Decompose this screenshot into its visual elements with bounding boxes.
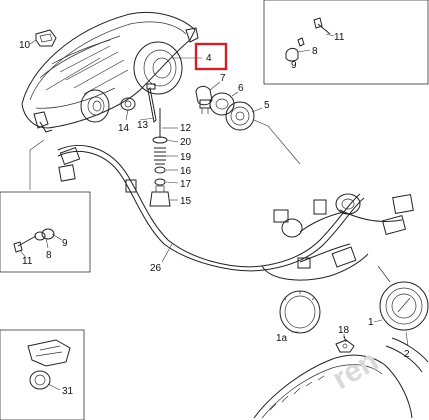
callout-15: 15 <box>180 196 192 207</box>
callout-7: 7 <box>220 73 226 84</box>
callout-14: 14 <box>118 123 130 134</box>
callout-13: 13 <box>137 120 149 131</box>
highlight-box <box>194 42 228 71</box>
callout-16: 16 <box>180 166 192 177</box>
clip-part-10 <box>35 29 57 47</box>
cover-part-5 <box>225 101 255 131</box>
callout-9-top: 9 <box>291 60 297 71</box>
ring-part-1a <box>279 290 321 334</box>
callout-10: 10 <box>19 40 31 51</box>
callout-11-left: 11 <box>22 256 33 267</box>
callout-8-left: 8 <box>46 250 52 261</box>
callout-12: 12 <box>180 123 192 134</box>
nut-part-14 <box>120 97 136 111</box>
part-2 <box>385 337 429 373</box>
bracket-part-18 <box>335 335 355 353</box>
socket-part-6 <box>209 92 235 116</box>
callout-5: 5 <box>264 100 270 111</box>
callout-1: 1 <box>368 317 374 328</box>
leader-lines <box>29 39 409 347</box>
headlight-housing <box>21 11 199 133</box>
callout-1a: 1a <box>276 333 288 344</box>
inset-bottom-left <box>0 329 85 420</box>
wiring-harness-part-26 <box>57 145 414 283</box>
callout-2: 2 <box>404 349 410 360</box>
callout-9-left: 9 <box>62 238 68 249</box>
callout-4: 4 <box>206 53 212 64</box>
callout-8-top: 8 <box>312 46 318 57</box>
inset-left <box>0 191 91 273</box>
callout-31: 31 <box>62 386 74 397</box>
callout-6: 6 <box>238 83 244 94</box>
gauge-part-1 <box>379 281 429 331</box>
callout-19: 19 <box>180 152 192 163</box>
bulb-part-7 <box>195 85 213 114</box>
callout-17: 17 <box>180 179 192 190</box>
callout-18: 18 <box>338 325 350 336</box>
inset-top-right <box>263 0 429 85</box>
callout-11-top: 11 <box>334 32 345 43</box>
bolt-part-13 <box>146 83 157 124</box>
callout-26: 26 <box>150 263 162 274</box>
dash-panel <box>253 354 413 419</box>
callout-20: 20 <box>180 137 192 148</box>
watermark: ren <box>327 344 384 396</box>
adjuster-stack <box>149 108 171 207</box>
